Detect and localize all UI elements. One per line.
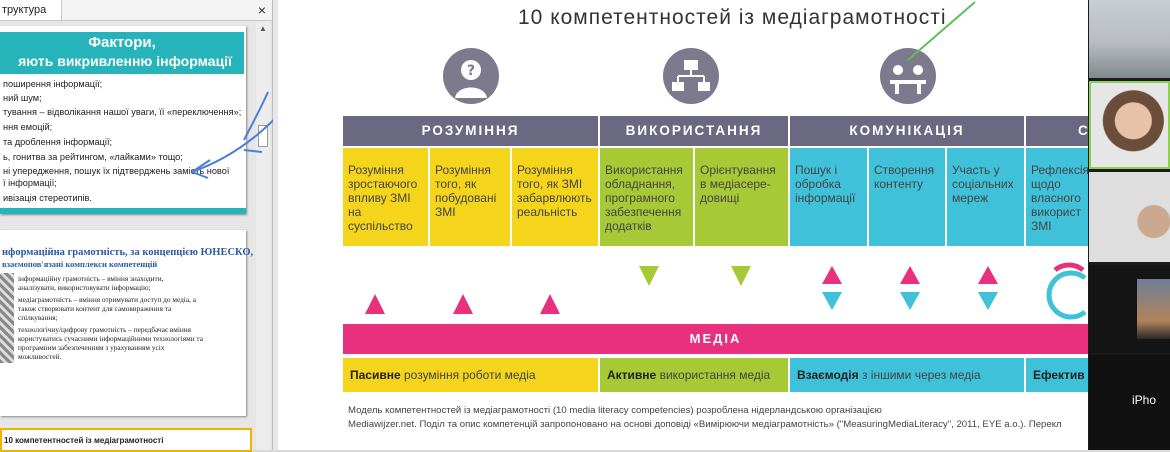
person-question-icon: ? bbox=[443, 48, 499, 104]
thumb2-line: також створювати контент для самовиражен… bbox=[18, 304, 172, 313]
cell-understanding-3: Розуміння того, як ЗМІ забарвлюють реаль… bbox=[512, 148, 598, 246]
bottom-passive: Пасивне розуміння роботи медіа bbox=[343, 358, 598, 392]
bottom-effective: Ефектив bbox=[1026, 358, 1088, 392]
slide-thumbnail-3-selected[interactable]: 10 компетентностей із медіаграмотності bbox=[0, 428, 252, 452]
participant-4-thumbnail bbox=[1137, 279, 1170, 339]
bottom-passive-text: розуміння роботи медіа bbox=[400, 368, 536, 382]
cell-communication-1: Пошук і обробка інформації bbox=[790, 148, 867, 246]
thumb1-line: ивізація стереотипів. bbox=[3, 193, 92, 203]
participant-video-5[interactable] bbox=[1089, 355, 1170, 450]
thumb1-line: та дроблення інформації; bbox=[3, 137, 113, 147]
network-icon bbox=[663, 48, 719, 104]
slide-thumbnail-1[interactable]: Фактори, яють викривленню інформації пош… bbox=[0, 26, 246, 214]
thumb2-title-line1: нформаційна грамотність, за концепцією Ю… bbox=[2, 247, 254, 258]
bottom-interaction-text: з іншими через медіа bbox=[858, 368, 981, 382]
thumb2-title-line2: взаємопов'язані комплекси компетенцій bbox=[2, 259, 158, 269]
cell-understanding-1: Розуміння зростаючого впливу ЗМІ на сусп… bbox=[343, 148, 428, 246]
thumb2-line: технологічну/цифрову грамотність – перед… bbox=[18, 325, 192, 334]
cell-usage-2: Орієнтування в медіасере-довищі bbox=[695, 148, 788, 246]
triangle-markers bbox=[365, 262, 1087, 320]
cell-communication-3: Участь у соціальних мереж bbox=[947, 148, 1024, 246]
bottom-active-bold: Активне bbox=[607, 368, 657, 382]
header-communication: КОМУНІКАЦІЯ bbox=[790, 116, 1024, 146]
bottom-interaction: Взаємодія з іншими через медіа bbox=[790, 358, 1024, 392]
thumb2-line: медіаграмотність – вміння отримувати дос… bbox=[18, 295, 196, 304]
thumb2-line: аналізувати, використовувати інформацію; bbox=[18, 283, 151, 292]
participant-video-2-active[interactable] bbox=[1089, 81, 1170, 169]
participant-name: iPho bbox=[1132, 393, 1157, 407]
thumb2-line: можливостей. bbox=[18, 352, 62, 361]
thumb2-line: інформаційну грамотність – вміння знаход… bbox=[18, 274, 164, 283]
thumb2-image bbox=[0, 273, 14, 363]
thumb1-line: ні упередження, пошук їх підтверджень за… bbox=[3, 166, 230, 176]
bottom-interaction-bold: Взаємодія bbox=[797, 368, 859, 382]
scroll-thumb[interactable] bbox=[258, 125, 268, 147]
thumb1-title-line2: яють викривленню інформації bbox=[18, 53, 232, 69]
cell-reflection: Рефлексія щодо власного використ ЗМІ bbox=[1026, 148, 1088, 246]
thumb2-line: користуватись сучасними інформаційними т… bbox=[18, 334, 203, 343]
thumb1-bottom-stripe bbox=[0, 208, 246, 214]
thumb2-line: спілкування; bbox=[18, 313, 58, 322]
panel-header bbox=[0, 0, 272, 21]
thumb1-line: ний шум; bbox=[3, 93, 42, 103]
thumb1-line: ь, гонитва за рейтингом, «лайками» тощо; bbox=[3, 152, 183, 162]
slide-title: 10 компетентностей із медіаграмотності bbox=[518, 6, 947, 29]
meeting-icon bbox=[880, 48, 936, 104]
media-bar: МЕДІА bbox=[343, 324, 1088, 354]
source-note-line2: Mediawijzer.net. Поділ та опис компетенц… bbox=[348, 419, 1062, 430]
header-partial: С bbox=[1026, 116, 1088, 146]
bottom-active-text: використання медіа bbox=[656, 368, 771, 382]
thumb1-banner bbox=[0, 32, 244, 74]
cell-understanding-2: Розуміння того, як побудовані ЗМІ bbox=[430, 148, 510, 246]
header-understanding: РОЗУМІННЯ bbox=[343, 116, 598, 146]
participant-video-3[interactable] bbox=[1089, 172, 1170, 262]
slide-thumbnail-2[interactable]: нформаційна грамотність, за концепцією Ю… bbox=[0, 230, 253, 416]
participant-video-1[interactable] bbox=[1089, 0, 1170, 78]
scroll-up-icon[interactable]: ▲ bbox=[259, 24, 267, 33]
cell-usage-1: Використання обладнання, програмного заб… bbox=[600, 148, 693, 246]
thumb1-title-line1: Фактори, bbox=[88, 34, 156, 51]
close-icon[interactable]: × bbox=[257, 2, 267, 18]
tab-structure[interactable]: труктура bbox=[0, 0, 62, 20]
thumb1-line: ї інформації; bbox=[3, 178, 57, 188]
bottom-active: Активне використання медіа bbox=[600, 358, 788, 392]
bottom-passive-bold: Пасивне bbox=[350, 368, 401, 382]
header-usage: ВИКОРИСТАННЯ bbox=[600, 116, 788, 146]
svg-text:?: ? bbox=[467, 63, 475, 79]
thumb1-line: ння емоцій; bbox=[3, 122, 53, 132]
thumb3-title: 10 компетентностей із медіаграмотності bbox=[4, 436, 164, 445]
thumb1-line: тування – відволікання нашої уваги, її «… bbox=[3, 107, 242, 117]
participant-video-4[interactable] bbox=[1089, 265, 1170, 353]
source-note-line1: Модель компетентностей із медіаграмотнос… bbox=[348, 405, 882, 416]
thumb1-line: поширення інформації; bbox=[3, 79, 103, 89]
pen-annotation-green bbox=[907, 1, 976, 61]
bottom-effective-bold: Ефектив bbox=[1033, 368, 1085, 382]
thumb2-line: програмним забезпеченням з урахуванням у… bbox=[18, 343, 165, 352]
cell-communication-2: Створення контенту bbox=[869, 148, 945, 246]
